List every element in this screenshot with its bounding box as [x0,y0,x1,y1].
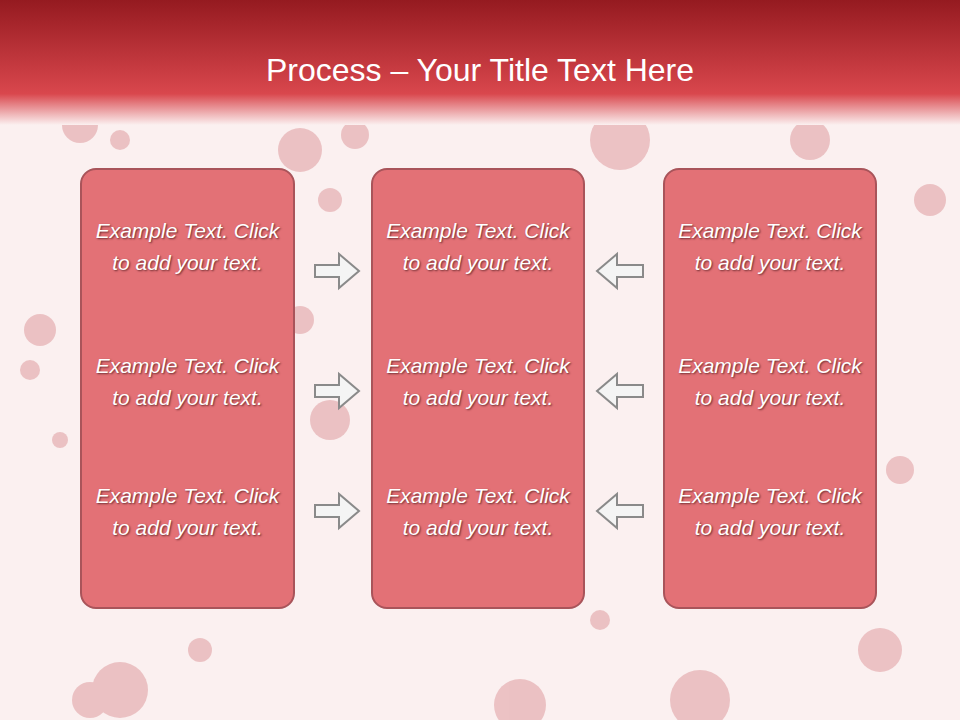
box-text: Example Text. Click to add your text. [673,480,867,544]
box-text: Example Text. Click to add your text. [673,215,867,279]
box-text: Example Text. Click to add your text. [381,215,575,279]
box-text: Example Text. Click to add your text. [381,350,575,414]
process-box: Example Text. Click to add your text. Exa… [80,168,295,609]
block-arrow [315,374,359,408]
box-text: Example Text. Click to add your text. [90,350,285,414]
process-box: Example Text. Click to add your text. Exa… [663,168,877,609]
slide-title: Process – Your Title Text Here [0,52,960,89]
process-box: Example Text. Click to add your text. Exa… [371,168,585,609]
block-arrow [597,494,643,528]
box-text: Example Text. Click to add your text. [90,480,285,544]
block-arrow [315,494,359,528]
block-arrow [597,374,643,408]
block-arrow [315,254,359,288]
box-text: Example Text. Click to add your text. [381,480,575,544]
box-text: Example Text. Click to add your text. [673,350,867,414]
block-arrow [597,254,643,288]
box-text: Example Text. Click to add your text. [90,215,285,279]
